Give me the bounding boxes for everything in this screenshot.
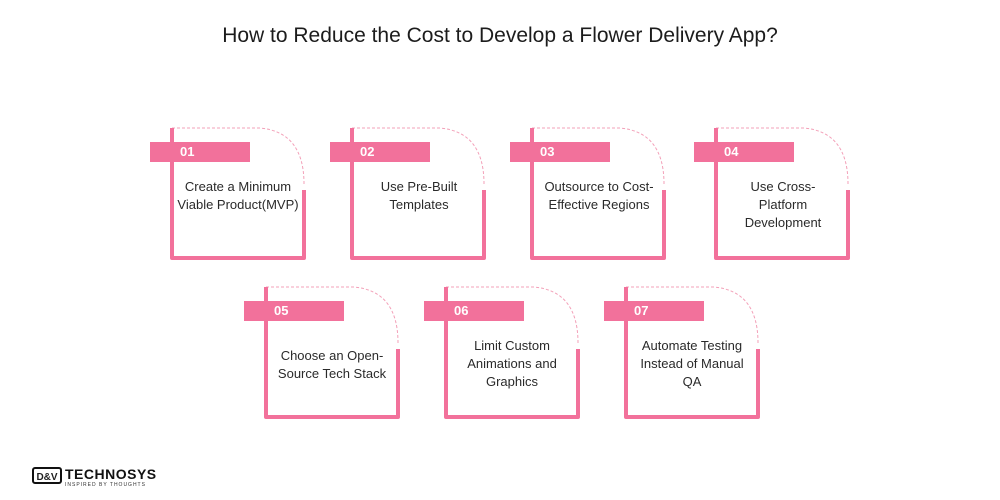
step-label: Limit Custom Animations and Graphics bbox=[467, 338, 557, 389]
step-label: Use Cross-Platform Development bbox=[744, 179, 822, 230]
page-title: How to Reduce the Cost to Develop a Flow… bbox=[222, 24, 778, 47]
step-number-badge: 06 bbox=[424, 301, 524, 321]
card-frame bbox=[530, 127, 666, 260]
card-frame bbox=[264, 286, 400, 419]
step-number-badge: 01 bbox=[150, 142, 250, 162]
step-number-badge: 05 bbox=[244, 301, 344, 321]
card-frame bbox=[624, 286, 760, 419]
step-label: Use Pre-Built Templates bbox=[380, 179, 458, 212]
card-frame bbox=[170, 127, 306, 260]
step-card-07: 07 Automate Testing Instead of Manual QA bbox=[604, 283, 762, 421]
card-frame bbox=[444, 286, 580, 419]
step-number-badge: 03 bbox=[510, 142, 610, 162]
step-card-05: 05 Choose an Open-Source Tech Stack bbox=[244, 283, 402, 421]
step-number-badge: 02 bbox=[330, 142, 430, 162]
logo-tagline: INSPIRED BY THOUGHTS bbox=[65, 482, 146, 488]
step-card-06: 06 Limit Custom Animations and Graphics bbox=[424, 283, 582, 421]
step-card-01: 01 Create a Minimum Viable Product(MVP) bbox=[150, 124, 308, 262]
step-label: Create a Minimum Viable Product(MVP) bbox=[177, 179, 299, 212]
step-card-03: 03 Outsource to Cost-Effective Regions bbox=[510, 124, 668, 262]
step-card-02: 02 Use Pre-Built Templates bbox=[330, 124, 488, 262]
step-number-badge: 04 bbox=[694, 142, 794, 162]
step-card-04: 04 Use Cross-Platform Development bbox=[694, 124, 852, 262]
card-frame bbox=[714, 127, 850, 260]
step-label: Choose an Open-Source Tech Stack bbox=[277, 348, 387, 381]
card-frame bbox=[350, 127, 486, 260]
step-label: Outsource to Cost-Effective Regions bbox=[544, 179, 654, 212]
step-label: Automate Testing Instead of Manual QA bbox=[640, 338, 744, 389]
logo-mark: D&V bbox=[32, 467, 62, 484]
logo-wordmark: TECHNOSYS bbox=[65, 466, 157, 482]
step-number-badge: 07 bbox=[604, 301, 704, 321]
